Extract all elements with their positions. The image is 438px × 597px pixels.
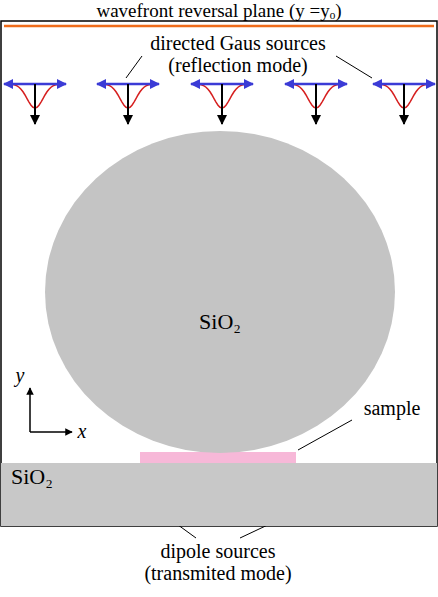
sample-layer bbox=[140, 452, 296, 463]
sphere-outline bbox=[45, 131, 395, 453]
material-label: SiO₂ bbox=[11, 466, 53, 488]
gauss-source bbox=[373, 84, 435, 124]
gauss-source bbox=[4, 84, 66, 124]
leader-line bbox=[336, 56, 372, 78]
source-label: dipole sources (transmited mode) bbox=[128, 540, 308, 584]
plane-label: wavefront reversal plane (y =yₒ) bbox=[0, 0, 438, 22]
reversal-plane bbox=[4, 25, 434, 28]
substrate-band: SiO₂ bbox=[1, 463, 437, 526]
band-fill bbox=[1, 463, 437, 526]
source-label: directed Gaus sources (reflection mode) bbox=[138, 32, 338, 76]
gauss-source bbox=[285, 84, 347, 124]
sample-label: sample bbox=[352, 397, 432, 419]
gauss-source bbox=[191, 84, 253, 124]
material-label: SiO₂ bbox=[199, 311, 241, 333]
gauss-source bbox=[97, 84, 159, 124]
frame bbox=[1, 21, 437, 526]
leader-line bbox=[126, 56, 142, 78]
axis-label: y bbox=[12, 364, 28, 386]
axis-y bbox=[29, 388, 31, 432]
sphere: SiO₂ bbox=[45, 131, 395, 453]
axis-x bbox=[30, 431, 72, 433]
axis-label: x bbox=[74, 420, 90, 442]
